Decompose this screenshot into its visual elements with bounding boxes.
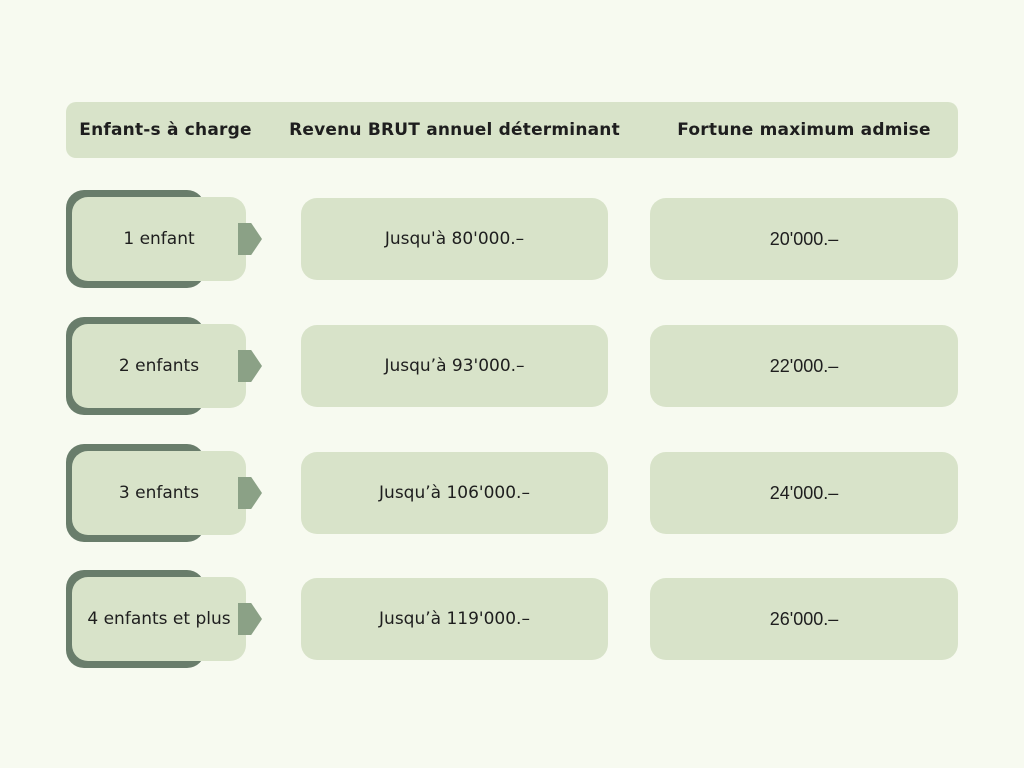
header-wealth: Fortune maximum admise xyxy=(677,120,931,140)
table-row: 2 enfants Jusqu’à 93'000.– 22'000.– xyxy=(66,317,958,415)
children-label-shape: 3 enfants xyxy=(66,444,262,542)
arrow-right-icon xyxy=(238,477,262,509)
arrow-right-icon xyxy=(238,350,262,382)
arrow-right-icon xyxy=(238,223,262,255)
children-label: 1 enfant xyxy=(72,197,246,281)
income-cell: Jusqu’à 119'000.– xyxy=(301,578,608,660)
header-income: Revenu BRUT annuel déterminant xyxy=(289,120,620,140)
wealth-cell: 26'000.– xyxy=(650,578,958,660)
income-cell: Jusqu’à 106'000.– xyxy=(301,452,608,534)
table-row: 4 enfants et plus Jusqu’à 119'000.– 26'0… xyxy=(66,570,958,668)
income-cell: Jusqu’à 93'000.– xyxy=(301,325,608,407)
wealth-cell: 22'000.– xyxy=(650,325,958,407)
arrow-right-icon xyxy=(238,603,262,635)
income-cell: Jusqu'à 80'000.– xyxy=(301,198,608,280)
children-label-shape: 2 enfants xyxy=(66,317,262,415)
children-label-shape: 1 enfant xyxy=(66,190,262,288)
children-label-shape: 4 enfants et plus xyxy=(66,570,262,668)
table-header-bar: Enfant-s à charge Revenu BRUT annuel dét… xyxy=(66,102,958,158)
wealth-cell: 24'000.– xyxy=(650,452,958,534)
table-row: 1 enfant Jusqu'à 80'000.– 20'000.– xyxy=(66,190,958,288)
children-label: 4 enfants et plus xyxy=(72,577,246,661)
children-label: 2 enfants xyxy=(72,324,246,408)
wealth-cell: 20'000.– xyxy=(650,198,958,280)
children-label: 3 enfants xyxy=(72,451,246,535)
header-children: Enfant-s à charge xyxy=(79,120,252,140)
table-row: 3 enfants Jusqu’à 106'000.– 24'000.– xyxy=(66,444,958,542)
